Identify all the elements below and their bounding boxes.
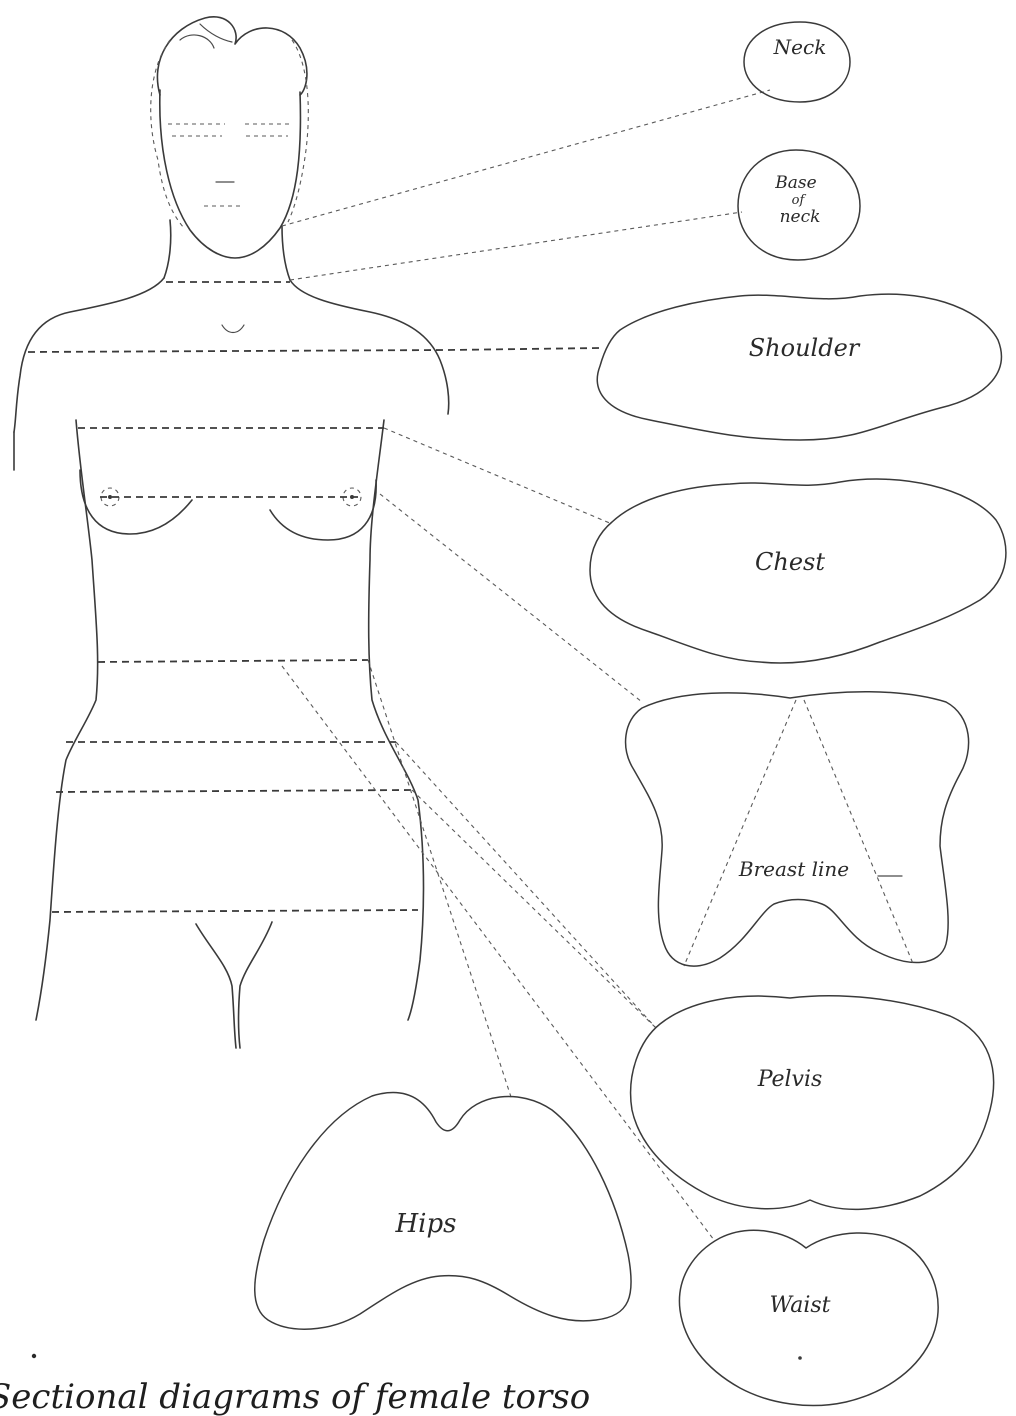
leader-hips: [368, 660, 512, 1100]
leader-lines: [282, 90, 770, 1240]
torso-right: [369, 420, 424, 1020]
leader-base-of-neck: [290, 212, 742, 280]
right-breast: [270, 480, 376, 540]
face-outline: [160, 90, 301, 258]
breast-line-section-outline: [626, 692, 969, 966]
section-shoulder: Shoulder: [597, 294, 1001, 440]
neck-label: Neck: [773, 35, 827, 59]
left-nipple-center: [108, 495, 112, 499]
section-base-of-neck: Base of neck: [738, 150, 860, 260]
hip-line: [52, 910, 418, 912]
pelvis-line: [56, 790, 412, 792]
hair-outline: [157, 17, 307, 95]
leader-shoulder: [448, 348, 600, 350]
leader-waist: [282, 666, 714, 1240]
chest-label: Chest: [755, 548, 825, 576]
section-neck: Neck: [744, 22, 850, 102]
base-of-neck-label-line2: of: [792, 193, 807, 208]
right-shoulder: [290, 280, 449, 414]
pelvis-label: Pelvis: [757, 1067, 823, 1092]
left-shoulder: [14, 278, 164, 432]
breast-line-left-dash: [684, 700, 796, 966]
figure-caption: Sectional diagrams of female torso: [0, 1377, 590, 1416]
waist-line: [98, 660, 368, 662]
leader-breast-line: [380, 494, 642, 702]
neck-left: [164, 220, 171, 278]
leader-pelvis-b: [412, 790, 656, 1028]
pelvis-section-outline: [631, 996, 994, 1210]
section-hips: Hips: [255, 1092, 631, 1329]
stray-dot: [32, 1354, 36, 1358]
sternal-notch: [222, 325, 244, 333]
leader-chest: [384, 428, 612, 524]
left-breast: [80, 470, 192, 534]
hair-dotted-left: [151, 40, 184, 228]
section-chest: Chest: [590, 479, 1006, 663]
breast-line-right-dash: [804, 700, 914, 966]
shoulder-section-outline: [597, 294, 1001, 440]
waist-dot: [798, 1356, 802, 1360]
crotch: [196, 922, 272, 1048]
shoulder-line: [28, 350, 448, 352]
leader-neck: [282, 90, 770, 226]
section-pelvis: Pelvis: [631, 996, 994, 1210]
hips-label: Hips: [395, 1209, 457, 1239]
leader-pelvis-a: [396, 742, 656, 1028]
breast-line-label: Breast line: [738, 857, 849, 881]
base-of-neck-label-line3: neck: [780, 207, 821, 227]
waist-label: Waist: [770, 1293, 831, 1318]
base-of-neck-label-line1: Base: [774, 173, 816, 193]
neck-right: [282, 226, 290, 280]
torso-figure: [14, 17, 449, 1048]
hair-dotted-right: [288, 40, 308, 222]
section-waist: Waist: [679, 1230, 938, 1405]
hair-curl: [180, 24, 232, 48]
neck-section-outline: [744, 22, 850, 102]
shoulder-label: Shoulder: [749, 334, 861, 362]
section-breast-line: Breast line: [626, 692, 969, 966]
